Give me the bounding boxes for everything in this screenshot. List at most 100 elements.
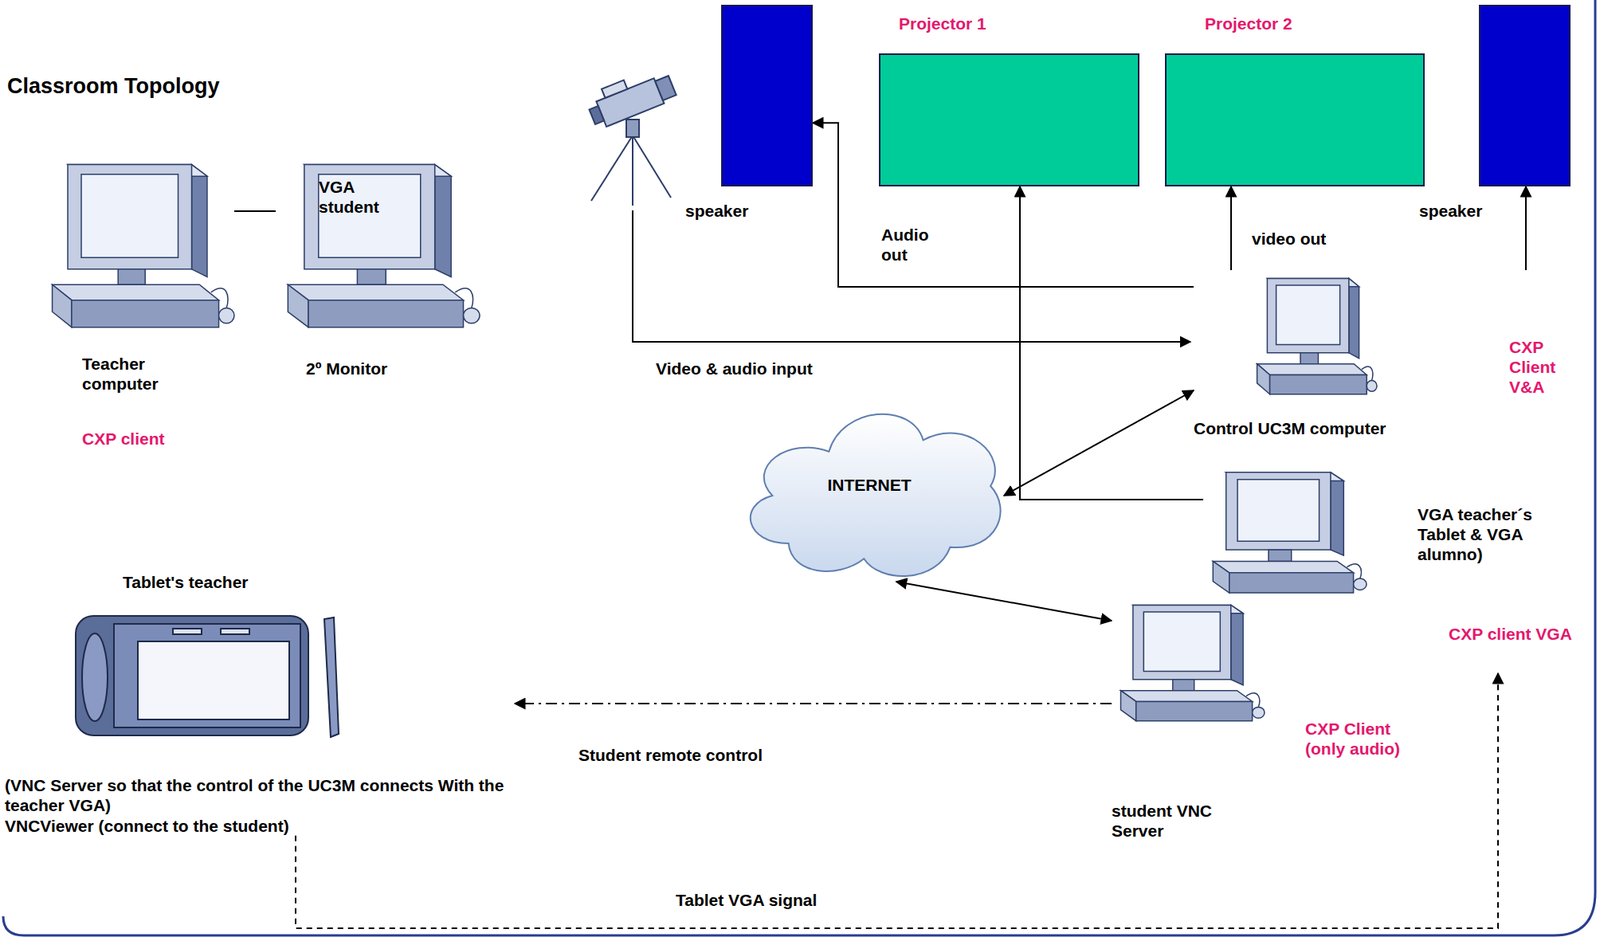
teacher-computer: Teacher computerCXP client — [40, 152, 235, 347]
monitor-neck — [117, 269, 146, 285]
monitor-side — [1330, 472, 1344, 556]
tripod-leg — [591, 135, 633, 201]
monitor-screen — [81, 174, 179, 258]
tripod-head — [626, 119, 640, 138]
node-text: Projector 1 — [898, 13, 987, 34]
monitor-screen — [1276, 285, 1341, 345]
monitor-screen — [1237, 479, 1320, 542]
vga-computer: VGA teacher´s Tablet & VGA alumno) CXP cl… — [1203, 463, 1586, 674]
monitor-side — [1231, 604, 1244, 685]
node-text: INTERNET — [734, 474, 1004, 495]
base-top — [1212, 560, 1353, 573]
node-text: Teacher computer — [82, 353, 210, 394]
tablet-panel — [113, 623, 301, 728]
cloud-shape — [750, 414, 1001, 577]
tablet-button — [172, 628, 202, 635]
mouse — [1366, 380, 1377, 392]
monitor-screen — [1143, 611, 1220, 671]
mouse — [219, 307, 235, 323]
projector-screen: Projector 1 — [878, 53, 1140, 187]
slide-title: Classroom Topology — [4, 73, 223, 99]
base-top — [1121, 690, 1253, 702]
connector — [896, 581, 1112, 621]
monitor-body — [1266, 278, 1349, 353]
mouse — [1353, 578, 1367, 590]
node-text: Tablet's teacher — [122, 572, 249, 593]
connector — [1230, 186, 1232, 271]
node-text: VGA student — [318, 176, 407, 217]
base-side — [1212, 560, 1230, 593]
monitor-neck — [356, 269, 386, 285]
base-side — [1121, 690, 1137, 722]
monitor-body — [304, 164, 436, 270]
node-text: CXP client — [82, 428, 165, 449]
computer-icon — [1249, 270, 1377, 408]
control-computer: CXP Client V&A Control UC3M computer — [1193, 270, 1577, 448]
monitor-neck — [1300, 352, 1318, 365]
connector-label: Audio out — [878, 224, 960, 265]
node-text: 2º Monitor — [305, 358, 388, 379]
second-monitor: VGA student2º Monitor — [275, 152, 480, 347]
mouse-cable — [1346, 564, 1361, 579]
tablet-pen — [324, 617, 339, 738]
node-text: Control UC3M computer — [1193, 418, 1387, 439]
base-front — [1136, 701, 1253, 721]
base-side — [1257, 364, 1271, 395]
mouse-cable — [211, 288, 228, 309]
connector — [1019, 186, 1204, 500]
connector-label: video out — [1249, 228, 1329, 249]
camera-body — [596, 78, 664, 127]
base-top — [52, 284, 220, 300]
connector — [295, 673, 1499, 929]
base-front — [1229, 572, 1354, 593]
speaker-box: speaker — [1478, 4, 1571, 187]
base-front — [1270, 374, 1368, 394]
computer-icon — [40, 152, 235, 347]
mouse-cable — [1361, 366, 1373, 381]
camera-back — [589, 105, 605, 125]
tablet-icon — [61, 601, 368, 746]
base-side — [287, 284, 309, 327]
student-computer: CXP Client (only audio)student VNC Serve… — [1111, 596, 1471, 844]
monitor-side — [192, 164, 208, 278]
node-text: (VNC Server so that the control of the U… — [4, 775, 515, 816]
tablet-body — [75, 615, 309, 736]
mouse-cable — [1246, 693, 1260, 708]
speaker-box: speaker — [721, 4, 813, 187]
monitor-side — [1349, 278, 1360, 358]
monitor-body — [1133, 604, 1232, 679]
monitor-body — [67, 164, 193, 270]
connector — [1525, 186, 1527, 271]
base-front — [71, 300, 220, 328]
monitor-body — [1226, 472, 1331, 550]
connector-label: Student remote control — [576, 745, 765, 765]
video-camera — [584, 63, 678, 206]
computer-icon — [1111, 596, 1265, 735]
node-text: Projector 2 — [1204, 13, 1293, 34]
tripod-leg — [631, 135, 634, 206]
connector — [1003, 390, 1194, 496]
node-text: VGA teacher´s Tablet & VGA alumno) — [1417, 504, 1573, 565]
slide-frame — [3, 0, 1596, 936]
internet-cloud: INTERNET — [734, 390, 1004, 582]
tablet-button — [220, 628, 250, 635]
node-text: CXP Client V&A — [1509, 337, 1573, 398]
teacher-tablet: Tablet's teacher (VNC Server so that the … — [4, 572, 515, 836]
connector — [514, 702, 1112, 705]
monitor-side — [435, 164, 451, 278]
computer-icon — [1203, 463, 1367, 608]
node-text: student VNC Server — [1111, 800, 1255, 841]
connector — [234, 210, 276, 212]
monitor-neck — [1268, 549, 1292, 561]
base-front — [308, 300, 464, 328]
node-text: VNCViewer (connect to the student) — [4, 815, 290, 836]
node-text: speaker — [1419, 200, 1483, 221]
camera-viewfinder — [601, 80, 628, 99]
video-audio-input-line — [632, 210, 1191, 342]
tablet-grip — [82, 633, 108, 722]
mouse-cable — [454, 288, 473, 309]
node-text: CXP client VGA — [1448, 623, 1573, 644]
base-top — [287, 284, 463, 300]
tablet-screen — [137, 641, 290, 720]
mouse — [463, 307, 480, 323]
